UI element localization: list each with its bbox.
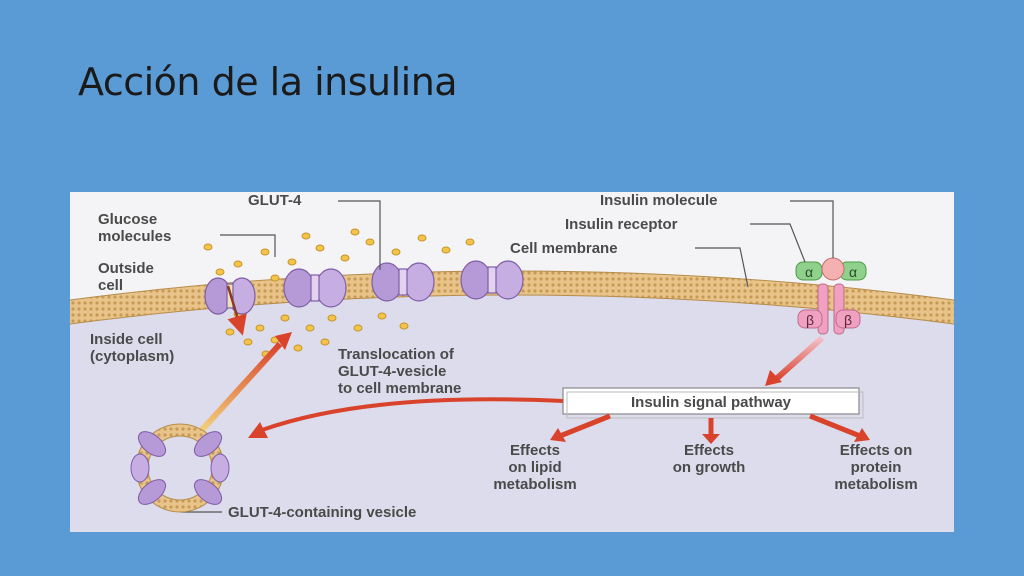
label-insulin-receptor: Insulin receptor [565,216,678,233]
label-outside-1: Outside [98,260,154,277]
label-translocation-3: to cell membrane [338,380,461,397]
alpha-right: α [849,264,857,280]
glut4-transporters [204,260,524,315]
label-outside-2: cell [98,277,123,294]
label-glucose-1: Glucose [98,211,157,228]
label-growth-2: on growth [673,459,745,476]
beta-right: β [844,312,852,328]
alpha-left: α [805,264,813,280]
label-inside-2: (cytoplasm) [90,348,174,365]
label-insulin-molecule: Insulin molecule [600,192,718,209]
receptor-signal-arrow [773,335,824,383]
effect-arrows [550,413,870,444]
cytoplasm-area [70,280,954,532]
label-translocation-1: Translocation of [338,346,455,363]
label-vesicle: GLUT-4-containing vesicle [228,504,416,521]
slide-title: Acción de la insulina [78,60,458,104]
insulin-action-diagram: α α β β GLUT-4 Glucose molecules Outside… [70,192,954,532]
label-lipid-3: metabolism [493,476,576,493]
label-cell-membrane: Cell membrane [510,240,618,257]
label-protein-2: protein [851,459,902,476]
label-glucose-2: molecules [98,228,171,245]
label-translocation-2: GLUT-4-vesicle [338,363,446,380]
insulin-receptor: α α β β [795,261,867,335]
beta-left: β [806,312,814,328]
label-signal-pathway: Insulin signal pathway [631,394,792,411]
label-protein-3: metabolism [834,476,917,493]
label-glut4: GLUT-4 [248,192,302,209]
label-lipid-2: on lipid [508,459,561,476]
glucose-uptake-arrow [226,285,247,336]
translocation-up-arrow [199,341,283,433]
insulin-signal-pathway-box: Insulin signal pathway [562,387,864,419]
glut4-vesicle [130,423,230,513]
label-lipid-1: Effects [510,442,560,459]
label-inside-1: Inside cell [90,331,163,348]
label-protein-1: Effects on [840,442,913,459]
insulin-molecule [821,257,845,281]
label-growth-1: Effects [684,442,734,459]
feedback-arrow [261,397,564,432]
